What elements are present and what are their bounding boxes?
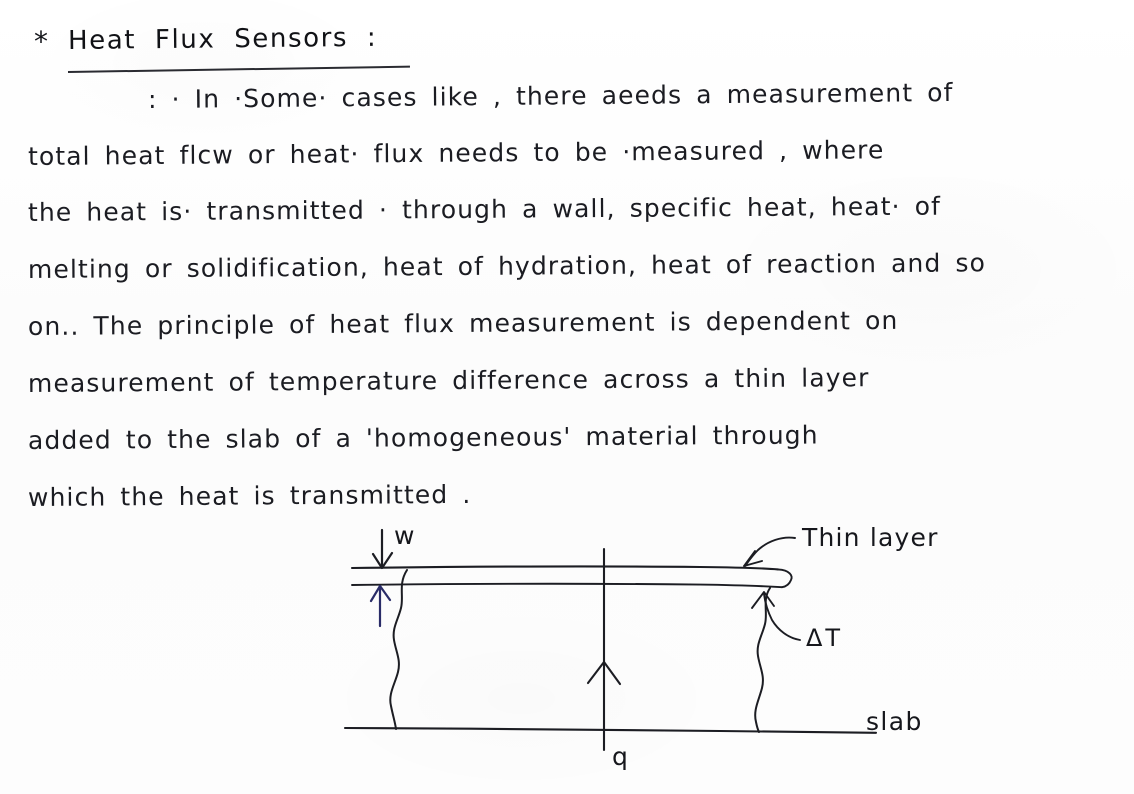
page-title: Heat Flux Sensors : [67,22,378,56]
thin-layer-bottom-line [351,582,783,589]
thickness-arrow-upper-head [371,551,394,570]
thickness-arrow-lower-head [369,584,392,603]
thin-layer-right-cap [777,568,793,589]
body-line-6: measurement of temperature difference ac… [27,363,870,398]
thin-layer-leader-line [744,536,796,567]
label-heat-flux-q: q [612,742,629,771]
label-thickness-w: w [394,521,416,550]
body-line-7: added to the slab of a 'homogeneous' mat… [27,420,819,455]
heat-flux-arrow-head [586,660,622,686]
body-line-8: which the heat is transmitted . [27,479,472,512]
thin-layer-top-line [350,565,780,571]
slab-left-wavy-edge [389,569,408,730]
thin-layer-leader-arrowhead [743,550,763,567]
body-line-3: the heat is· transmitted · through a wal… [27,191,942,227]
body-line-5: on.. The principle of heat flux measurem… [27,305,899,341]
title-underline [67,65,410,73]
delta-t-leader-arrowhead [751,591,775,609]
bullet-star-icon: * [34,25,48,58]
body-line-2: total heat flcw or heat· flux needs to b… [27,135,885,171]
label-delta-t: ΔT [806,624,844,652]
label-thin-layer: Thin layer [802,523,939,552]
body-line-4: melting or solidification, heat of hydra… [27,248,987,284]
label-slab: slab [866,707,923,736]
slab-bottom-line [343,726,878,734]
delta-t-leader-line [763,593,801,641]
body-line-1: : · In ·Some· cases like , there aeeds a… [147,77,954,114]
slab-right-wavy-edge [754,587,771,733]
